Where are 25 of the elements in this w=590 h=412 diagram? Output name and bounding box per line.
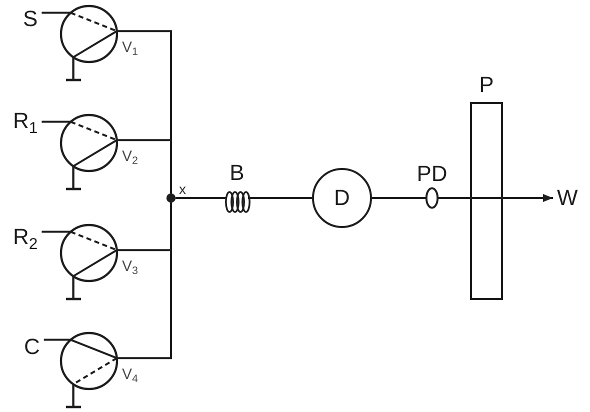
port-label: S <box>23 8 38 30</box>
component-label: B <box>230 162 244 184</box>
flow-line <box>42 12 71 14</box>
port-label: C <box>24 336 40 358</box>
valve-label: V$_{4}$ <box>122 367 138 382</box>
flow-arrow <box>502 194 553 202</box>
component-label: P <box>479 74 494 96</box>
port-label: R$_{2}$ <box>13 226 38 248</box>
component-label: PD <box>416 163 448 185</box>
flow-line <box>42 230 71 233</box>
port-label: R$_{1}$ <box>13 110 38 132</box>
flow-line <box>438 197 471 199</box>
flow-line <box>42 120 71 123</box>
flow-line <box>116 139 172 194</box>
component-label: D <box>334 187 350 209</box>
valve-label: V$_{2}$ <box>122 149 138 164</box>
valve-label: V$_{1}$ <box>122 40 138 55</box>
flow-line <box>176 197 220 199</box>
flow-line <box>44 338 71 341</box>
port-label: W <box>557 187 578 209</box>
junction-label: x <box>179 182 186 196</box>
valve-label: V$_{3}$ <box>122 259 138 274</box>
flow-line <box>254 197 312 199</box>
flow-line <box>372 197 426 199</box>
flow-line <box>116 202 172 360</box>
